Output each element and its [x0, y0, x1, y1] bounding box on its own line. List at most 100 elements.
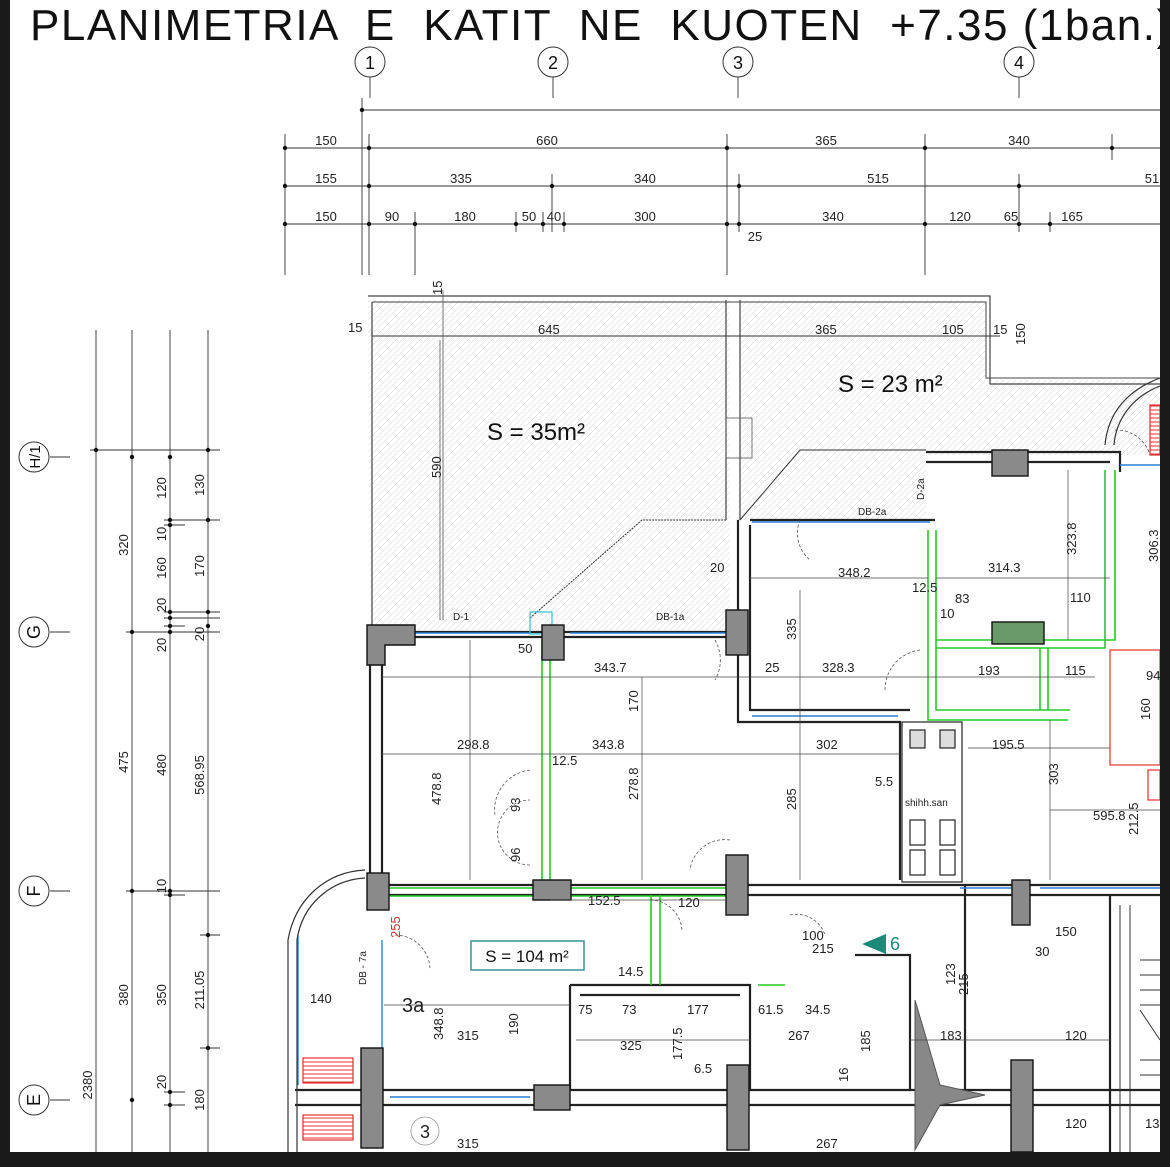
dim-label: 340 [822, 209, 844, 224]
dim-label: 211.05 [192, 971, 207, 1010]
dim-label: 180 [192, 1089, 207, 1111]
dim-label: 10 [940, 606, 954, 621]
dim-label: 150 [1013, 323, 1028, 345]
dim-label: 94 [1146, 668, 1160, 683]
grid-column-label: 4 [1014, 53, 1024, 73]
dim-label: 155 [315, 171, 337, 186]
dim-label: 15 [348, 320, 362, 335]
dim-label: 185 [858, 1030, 873, 1052]
dim-label: 190 [506, 1013, 521, 1035]
drawing-title: PLANIMETRIA E KATIT NE KUOTEN +7.35 (1ba… [30, 1, 1160, 50]
room-label-3: 3 [420, 1122, 430, 1142]
dim-label: 130 [192, 474, 207, 496]
dim-label: 120 [949, 209, 971, 224]
dim-label: 215 [812, 941, 834, 956]
dim-label: 6.5 [694, 1061, 712, 1076]
door-labels: D-1 DB-1a DB-2a D-2a DB - 7a [358, 478, 927, 985]
dim-label: 120 [1065, 1028, 1087, 1043]
dim-label: 480 [154, 754, 169, 776]
dim-label: 170 [626, 690, 641, 712]
door-label: D-2a [916, 478, 927, 500]
dim-label: 478.8 [429, 772, 444, 805]
dim-label: 298.8 [457, 737, 490, 752]
grid-row-label: F [24, 886, 44, 897]
top-dim-dots [282, 107, 1115, 227]
top-dimension-chains [284, 98, 1160, 275]
dim-label: 323.8 [1064, 522, 1079, 555]
dim-label: 140 [310, 991, 332, 1006]
dim-label: 50 [518, 641, 532, 656]
stair [1119, 905, 1160, 1152]
dim-label: 15 [430, 281, 445, 295]
grid-column-label: 2 [548, 53, 558, 73]
dim-label: 285 [784, 788, 799, 810]
dim-label: 12.5 [912, 580, 937, 595]
dim-label: 215 [956, 973, 971, 995]
dim-label: 365 [815, 133, 837, 148]
dim-label: 595.8 [1093, 808, 1126, 823]
dim-label: 160 [1138, 698, 1153, 720]
area-box [470, 940, 585, 971]
terrace-areas [368, 290, 1160, 630]
dim-label: 590 [429, 456, 444, 478]
dim-label: 267 [816, 1136, 838, 1151]
dim-label: 302 [816, 737, 838, 752]
dim-label: 335 [784, 618, 799, 640]
left-dim-dots [93, 447, 211, 1108]
area-labels: S = 35m² S = 23 m² S = 104 m² [470, 371, 943, 971]
dim-label: 325 [620, 1038, 642, 1053]
dim-label: 120 [154, 477, 169, 499]
bottom-dims: 315 267 120 [457, 1116, 1087, 1151]
left-dim-labels: 2380 320 475 380 120 10 160 20 20 480 10… [80, 474, 207, 1111]
dim-label: 51 [1145, 171, 1159, 186]
door-label: D-1 [453, 612, 470, 623]
room-label-3a: 3a [402, 995, 425, 1017]
room-labels: 3a 3 shihh.san [402, 798, 948, 1146]
dim-label: 365 [815, 322, 837, 337]
dim-label: 314.3 [988, 560, 1021, 575]
dim-label: 165 [1061, 209, 1083, 224]
dim-label: 50 [522, 209, 536, 224]
dim-label: 5.5 [875, 774, 893, 789]
grid-row-label: E [24, 1094, 44, 1106]
dim-label: 115 [1065, 663, 1086, 678]
dim-label: 10 [154, 527, 169, 541]
curved-balcony [287, 377, 1160, 1152]
dim-label: 10 [154, 879, 169, 893]
grid-bubble [18, 875, 50, 907]
grid-bubble [537, 46, 569, 78]
dim-label: 14.5 [618, 964, 643, 979]
grid-row-label: H/1 [27, 445, 44, 468]
area-label-terrace-1: S = 35m² [487, 419, 585, 446]
dim-label: 335 [450, 171, 472, 186]
dim-label: 25 [765, 660, 779, 675]
dim-label: 340 [634, 171, 656, 186]
dim-label: 120 [1065, 1116, 1087, 1131]
dim-label: 20 [154, 1075, 169, 1089]
dim-label: 34.5 [805, 1002, 830, 1017]
dim-label: 152.5 [588, 893, 621, 908]
dim-label: 212.5 [1126, 802, 1141, 835]
dim-label: 183 [940, 1028, 962, 1043]
dim-label: 380 [116, 984, 131, 1006]
dim-label: 61.5 [758, 1002, 783, 1017]
inner-dims: 590 348.2 314.3 343.7 328.3 298.8 343.8 … [310, 281, 1160, 1131]
section-marker-6: 6 [862, 934, 900, 954]
section-label: 6 [890, 934, 900, 954]
dim-label: 177 [687, 1002, 709, 1017]
inner-top-dims: 15 645 365 105 15 150 [348, 320, 1028, 345]
dim-label: 193 [978, 663, 1000, 678]
dim-label: 2380 [80, 1071, 95, 1100]
dim-label: 350 [154, 984, 169, 1006]
dim-label: 12.5 [552, 753, 577, 768]
dim-label: 300 [634, 209, 656, 224]
dim-label: 170 [192, 555, 207, 577]
dim-label: 328.3 [822, 660, 855, 675]
dim-label: 160 [154, 557, 169, 579]
room-label-wc: shihh.san [905, 798, 948, 809]
dim-label: 40 [547, 209, 561, 224]
dim-label: 306.3 [1146, 529, 1160, 562]
